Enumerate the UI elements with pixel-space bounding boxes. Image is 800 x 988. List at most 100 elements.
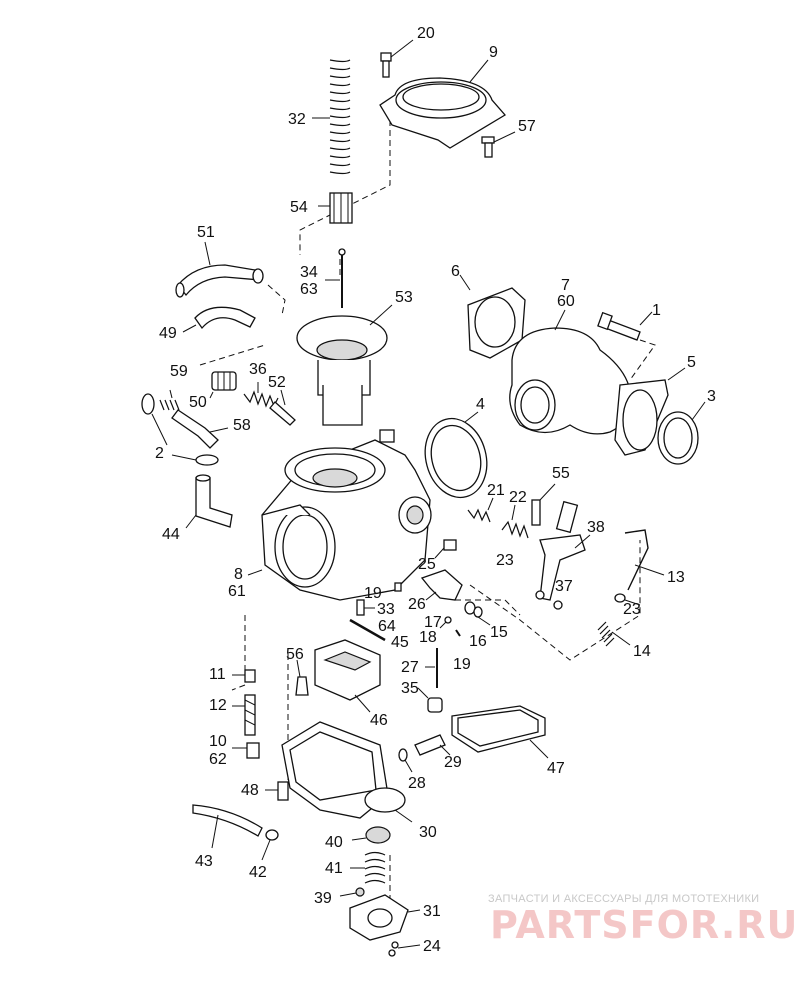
callout-61: 61 bbox=[228, 583, 246, 600]
part-12-emulsion-tube bbox=[232, 694, 256, 736]
callout-52: 52 bbox=[268, 374, 286, 391]
callout-49: 49 bbox=[159, 325, 177, 342]
callout-29: 29 bbox=[444, 754, 462, 771]
part-46-float bbox=[314, 639, 381, 713]
part-42-clamp bbox=[261, 829, 279, 861]
callout-59: 59 bbox=[170, 363, 188, 380]
callout-45: 45 bbox=[391, 634, 409, 651]
part-2-clamp bbox=[151, 413, 219, 466]
callout-47: 47 bbox=[547, 760, 565, 777]
part-51-hose bbox=[175, 241, 264, 298]
callout-34: 34 bbox=[300, 264, 318, 281]
part-8-carburetor-body bbox=[247, 429, 432, 601]
part-50-fitting bbox=[199, 284, 286, 399]
part-10-main-jet bbox=[232, 742, 260, 759]
part-11-jet bbox=[232, 669, 256, 683]
part-7-intake-manifold bbox=[509, 309, 632, 435]
callout-33: 33 bbox=[377, 601, 395, 618]
callout-24: 24 bbox=[423, 938, 441, 955]
callout-10: 10 bbox=[209, 733, 227, 750]
callout-36: 36 bbox=[249, 361, 267, 378]
callout-20: 20 bbox=[417, 25, 435, 42]
callout-58: 58 bbox=[233, 417, 251, 434]
callout-48: 48 bbox=[241, 782, 259, 799]
callout-5: 5 bbox=[687, 354, 696, 371]
callout-12: 12 bbox=[209, 697, 227, 714]
part-58-hose bbox=[171, 409, 229, 449]
callout-1: 1 bbox=[652, 302, 661, 319]
part-54-needle-holder bbox=[318, 192, 353, 224]
part-47-gasket bbox=[451, 705, 549, 759]
part-15-16-washers bbox=[473, 606, 491, 626]
part-39-ball bbox=[339, 887, 365, 897]
part-3-seal bbox=[657, 401, 706, 465]
part-45-pin bbox=[349, 618, 386, 642]
callout-19b: 19 bbox=[453, 656, 471, 673]
callout-62: 62 bbox=[209, 751, 227, 768]
part-21-screw bbox=[467, 497, 494, 523]
callout-57: 57 bbox=[518, 118, 536, 135]
part-13-cable bbox=[624, 529, 665, 591]
callout-18: 18 bbox=[419, 629, 437, 646]
part-56-needle-valve bbox=[295, 659, 309, 696]
callout-9: 9 bbox=[489, 44, 498, 61]
callout-25: 25 bbox=[418, 556, 436, 573]
part-9-top-cover bbox=[379, 59, 506, 149]
part-41-spring bbox=[350, 851, 386, 884]
part-31-cover bbox=[349, 894, 421, 941]
part-52-adjuster bbox=[269, 389, 296, 426]
part-35-plug bbox=[417, 687, 443, 713]
callout-41: 41 bbox=[325, 860, 343, 877]
callout-28: 28 bbox=[408, 775, 426, 792]
callout-38: 38 bbox=[587, 519, 605, 536]
callout-56: 56 bbox=[286, 646, 304, 663]
callout-labels: 20 9 32 57 54 51 34 63 6 7 60 53 1 49 5 … bbox=[155, 25, 716, 955]
callout-27: 27 bbox=[401, 659, 419, 676]
callout-44: 44 bbox=[162, 526, 180, 543]
part-49-hose bbox=[182, 306, 256, 333]
part-37-screw bbox=[535, 590, 563, 610]
part-17-18-pins bbox=[439, 616, 452, 629]
part-26-lever bbox=[420, 569, 476, 615]
callout-14: 14 bbox=[633, 643, 651, 660]
callout-7: 7 bbox=[561, 277, 570, 294]
callout-23a: 23 bbox=[496, 552, 514, 569]
callout-32: 32 bbox=[288, 111, 306, 128]
callout-39: 39 bbox=[314, 890, 332, 907]
watermark-logo: PARTSFOR.RU bbox=[490, 903, 799, 947]
callout-26: 26 bbox=[408, 596, 426, 613]
part-19-pin bbox=[455, 629, 461, 637]
callout-51: 51 bbox=[197, 224, 215, 241]
callout-50: 50 bbox=[189, 394, 207, 411]
callout-13: 13 bbox=[667, 569, 685, 586]
part-14-spring bbox=[597, 621, 631, 647]
callout-21: 21 bbox=[487, 482, 505, 499]
callout-2: 2 bbox=[155, 445, 164, 462]
callout-3: 3 bbox=[707, 388, 716, 405]
part-30-float-bowl bbox=[281, 721, 413, 823]
callout-55: 55 bbox=[552, 465, 570, 482]
part-1-bolt bbox=[597, 311, 656, 381]
callout-60: 60 bbox=[557, 293, 575, 310]
part-48-screw bbox=[265, 781, 289, 801]
callout-53: 53 bbox=[395, 289, 413, 306]
part-32-spring bbox=[312, 59, 351, 175]
part-43-hose bbox=[192, 804, 263, 849]
callout-22: 22 bbox=[509, 489, 527, 506]
callout-42: 42 bbox=[249, 864, 267, 881]
callout-35: 35 bbox=[401, 680, 419, 697]
callout-54: 54 bbox=[290, 199, 308, 216]
callout-8: 8 bbox=[234, 566, 243, 583]
part-44-elbow bbox=[185, 474, 233, 529]
callout-11: 11 bbox=[209, 666, 226, 683]
callout-23b: 23 bbox=[623, 601, 641, 618]
part-27-rod bbox=[425, 648, 438, 688]
part-4-gasket-ring bbox=[424, 411, 488, 499]
part-55-screw bbox=[531, 483, 556, 526]
callout-63: 63 bbox=[300, 281, 318, 298]
watermark-tagline: ЗАПЧАСТИ И АКСЕССУАРЫ ДЛЯ МОТОТЕХНИКИ bbox=[488, 893, 760, 905]
part-28-oring bbox=[398, 748, 413, 773]
callout-31: 31 bbox=[423, 903, 441, 920]
callout-17: 17 bbox=[424, 614, 442, 631]
